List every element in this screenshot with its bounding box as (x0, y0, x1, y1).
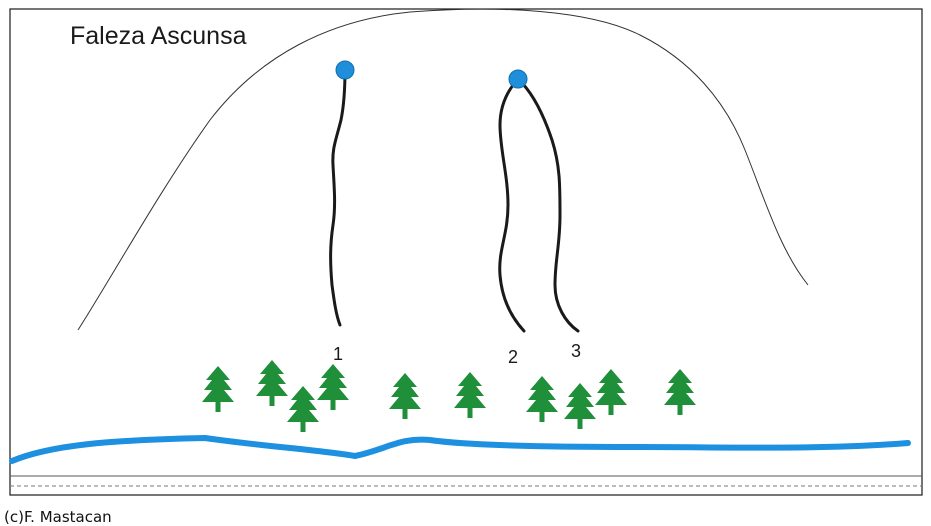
anchor-route-1 (335, 60, 355, 80)
tree-icon (595, 369, 627, 415)
route-line-1 (329, 68, 347, 327)
cliff-outline (77, 8, 809, 331)
page-title: Faleza Ascunsa (70, 22, 247, 50)
copyright-credit: (c)F. Mastacan (4, 508, 112, 526)
route-label-3: 3 (571, 341, 581, 361)
anchor-route-2-3 (508, 69, 528, 89)
tree-icon (454, 372, 486, 418)
river-line (9, 434, 911, 464)
tree-icon (389, 373, 421, 419)
route-label-2: 2 (508, 347, 518, 367)
tree-icon (526, 376, 558, 422)
route-line-2 (498, 77, 526, 333)
frame-border (9, 8, 923, 496)
tree-icon (287, 386, 319, 432)
route-label-1: 1 (333, 344, 343, 364)
tree-icon (202, 366, 234, 412)
tree-icon (317, 364, 349, 410)
tree-icon (256, 360, 288, 406)
tree-icon (664, 369, 696, 415)
route-line-3 (516, 77, 580, 333)
tree-icon (564, 383, 596, 429)
